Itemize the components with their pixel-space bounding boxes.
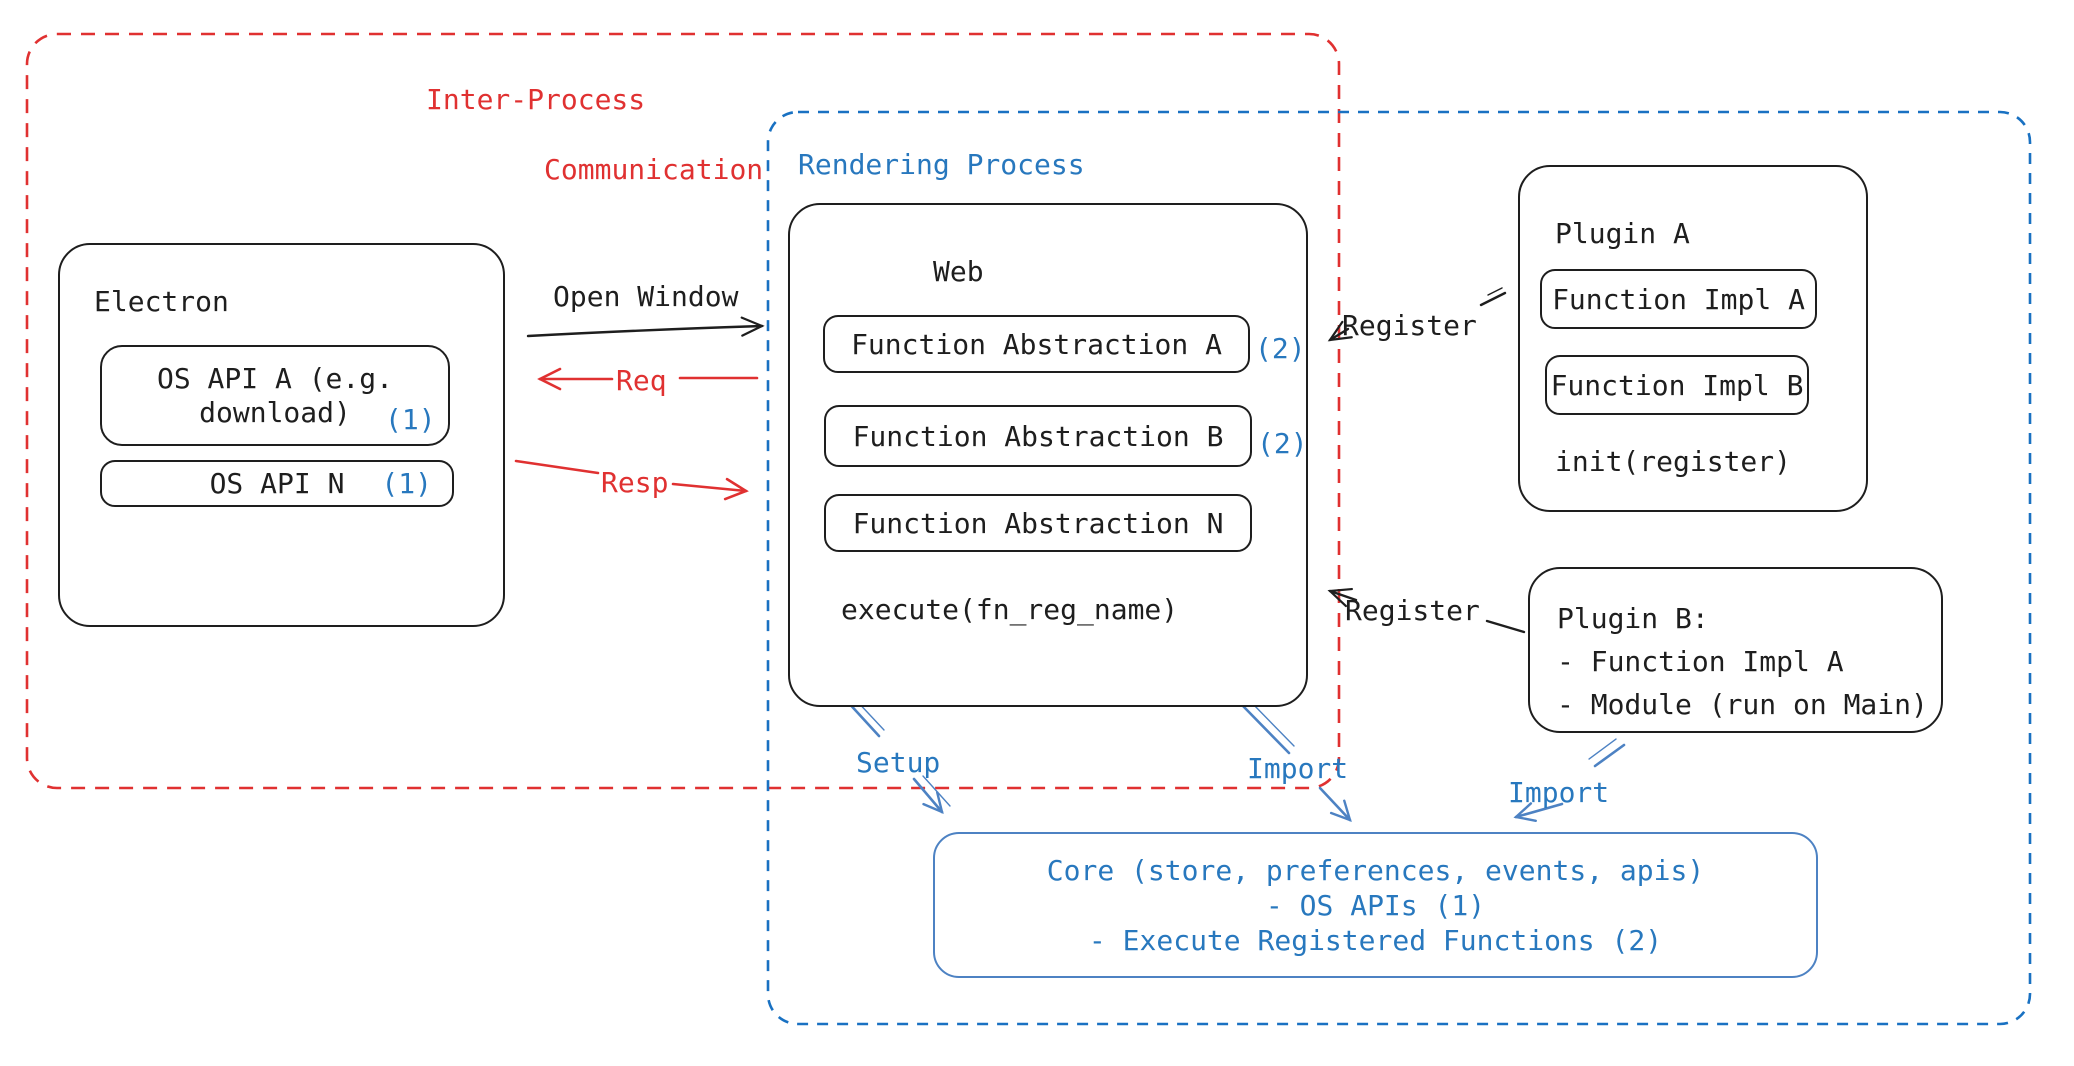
plugin-b-item-1: - Function Impl A <box>1557 645 1844 678</box>
os-api-n-badge: (1) <box>381 467 432 500</box>
function-abstraction-a-label: Function Abstraction A <box>851 327 1222 361</box>
ipc-frame-label-line2: Communication <box>544 153 764 186</box>
function-abstraction-b-label: Function Abstraction B <box>852 419 1224 453</box>
resp-arrow-head <box>671 477 749 501</box>
register-bottom-arrow-tail <box>1485 619 1526 634</box>
register-bottom-label: Register <box>1345 594 1480 627</box>
function-abstraction-a-badge: (2) <box>1255 332 1306 365</box>
ipc-frame-label-line1: Inter-Process <box>426 83 646 116</box>
os-api-a-box: OS API A (e.g. download) (1) <box>100 345 450 446</box>
web-title: Web <box>933 255 984 288</box>
plugin-a-box: Plugin A Function Impl A Function Impl B… <box>1518 165 1868 512</box>
electron-box: Electron OS API A (e.g. download) (1) OS… <box>58 243 505 627</box>
register-top-arrow-tail <box>1479 291 1507 307</box>
function-abstraction-b-box: Function Abstraction B <box>824 405 1252 467</box>
import-right-arrow-tail <box>1593 743 1626 768</box>
core-line-1: Core (store, preferences, events, apis) <box>1046 854 1705 887</box>
plugin-b-box: Plugin B: - Function Impl A - Module (run … <box>1528 567 1943 733</box>
resp-label: Resp <box>601 466 669 499</box>
function-abstraction-n-box: Function Abstraction N <box>824 494 1252 552</box>
import-left-arrow-tail2 <box>1250 701 1295 747</box>
function-abstraction-a-box: Function Abstraction A <box>823 315 1250 373</box>
electron-title: Electron <box>94 285 229 318</box>
plugin-a-init-label: init(register) <box>1555 445 1792 478</box>
function-impl-a-label: Function Impl A <box>1552 282 1805 316</box>
plugin-b-title: Plugin B: <box>1557 602 1709 635</box>
register-top-label: Register <box>1342 309 1477 342</box>
os-api-a-line1: OS API A (e.g. <box>156 361 393 395</box>
core-line-2: - OS APIs (1) <box>1265 889 1486 922</box>
plugin-b-text: Plugin B: - Function Impl A - Module (run … <box>1557 597 1928 726</box>
function-impl-b-label: Function Impl B <box>1550 368 1804 402</box>
import-left-label: Import <box>1247 752 1349 785</box>
import-left-arrow-tail <box>1241 704 1291 755</box>
os-api-a-line2: download) <box>199 395 351 429</box>
plugin-b-item-2: - Module (run on Main) <box>1557 688 1928 721</box>
open-window-label: Open Window <box>553 280 739 313</box>
setup-arrow-head2 <box>922 775 951 807</box>
function-impl-b-box: Function Impl B <box>1545 355 1809 415</box>
import-left-arrow-head <box>1318 786 1352 822</box>
function-impl-a-box: Function Impl A <box>1540 269 1817 329</box>
os-api-n-box: OS API N (1) <box>100 460 454 507</box>
function-abstraction-n-label: Function Abstraction N <box>852 506 1224 540</box>
open-window-arrow <box>526 316 765 338</box>
import-right-arrow-tail2 <box>1588 738 1617 760</box>
import-right-label: Import <box>1508 776 1610 809</box>
plugin-a-title: Plugin A <box>1555 217 1690 250</box>
execute-label: execute(fn_reg_name) <box>841 593 1179 626</box>
setup-arrow-head <box>912 777 944 815</box>
core-line-3: - Execute Registered Functions (2) <box>1088 924 1663 957</box>
core-box: Core (store, preferences, events, apis)-… <box>933 832 1818 978</box>
os-api-n-label: OS API N <box>209 467 345 500</box>
os-api-a-badge: (1) <box>385 403 436 436</box>
req-label: Req <box>616 364 667 397</box>
register-top-arrow-tail2 <box>1487 287 1503 296</box>
setup-label: Setup <box>856 746 941 779</box>
resp-arrow-tail <box>514 459 600 475</box>
rendering-frame-label: Rendering Process <box>798 148 1085 181</box>
web-box: Web Function Abstraction A (2) Function … <box>788 203 1308 707</box>
function-abstraction-b-badge: (2) <box>1257 427 1308 460</box>
ipc-frame-label: Inter-Process Communication <box>426 82 763 187</box>
